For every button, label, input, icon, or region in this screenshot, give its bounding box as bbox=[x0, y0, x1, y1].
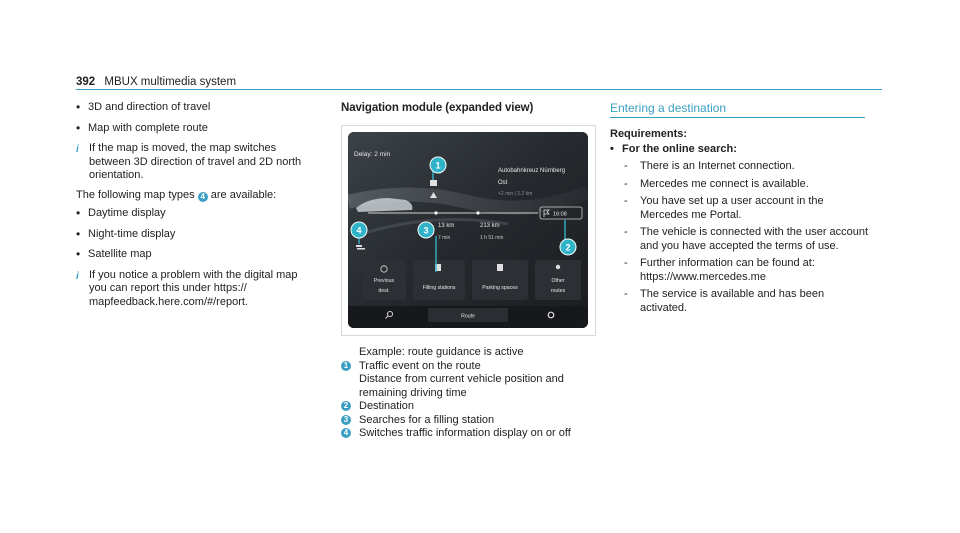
map-road bbox=[348, 185, 588, 215]
requirements-heading: Requirements: bbox=[610, 128, 688, 140]
info-icon: i bbox=[76, 270, 79, 282]
tab-label: Route bbox=[461, 314, 475, 320]
time-1: 7 min bbox=[438, 235, 450, 241]
intro-text: are available: bbox=[210, 188, 277, 201]
caption-item: 3 Searches for a filling station bbox=[341, 414, 601, 428]
marker-badge: 4 bbox=[341, 428, 351, 438]
nav-screen: Delay: 2 min Autobahnkreuz Nürnberg Ost … bbox=[348, 132, 588, 328]
flag-icon bbox=[543, 209, 550, 217]
list-item: 3D and direction of travel bbox=[76, 101, 316, 115]
section-rule bbox=[610, 117, 865, 118]
requirement-item: You have set up a user account in the Me… bbox=[610, 195, 870, 222]
caption-item: 4 Switches traffic information display o… bbox=[341, 427, 601, 441]
right-column: Requirements: For the online search: The… bbox=[610, 128, 870, 319]
requirement-item: Further information can be found at: htt… bbox=[610, 257, 870, 284]
nav-screen-graphic: Delay: 2 min Autobahnkreuz Nürnberg Ost … bbox=[348, 132, 588, 328]
button-label: dest. bbox=[378, 288, 389, 294]
note: i If you notice a problem with the digit… bbox=[76, 269, 316, 310]
callout-number: 1 bbox=[435, 161, 440, 171]
navigation-screenshot-figure: Delay: 2 min Autobahnkreuz Nürnberg Ost … bbox=[341, 125, 596, 336]
search-icon[interactable] bbox=[385, 310, 394, 319]
caption-item: Distance from current vehicle position a… bbox=[341, 373, 601, 400]
button-filling-stations[interactable]: Filling stations bbox=[413, 260, 465, 300]
caption-text: Switches traffic information display on … bbox=[359, 427, 571, 439]
button-label: Previous bbox=[374, 278, 395, 284]
list-item: Map with complete route bbox=[76, 122, 316, 136]
callout-2: 2 bbox=[559, 220, 577, 256]
caption-text: Searches for a filling station bbox=[359, 413, 495, 426]
route-point bbox=[434, 211, 438, 215]
page-header: 392 MBUX multimedia system bbox=[76, 76, 236, 88]
requirement-item: Mercedes me connect is available. bbox=[610, 178, 870, 192]
online-search-heading: For the online search: bbox=[610, 143, 870, 157]
routes-icon bbox=[555, 264, 561, 270]
caption-item: 2 Destination bbox=[341, 400, 601, 414]
map-types-intro: The following map types 4 are available: bbox=[76, 189, 316, 203]
callout-number: 3 bbox=[423, 226, 428, 236]
note-text: If the map is moved, the map switches be… bbox=[89, 142, 302, 181]
info-icon: i bbox=[76, 144, 79, 155]
button-parking-spaces[interactable]: Parking spaces bbox=[472, 260, 528, 300]
delay-text: Delay: 2 min bbox=[354, 151, 391, 158]
intro-text: The following map types bbox=[76, 188, 195, 201]
history-icon bbox=[380, 265, 388, 273]
tab-route[interactable]: Route bbox=[428, 308, 508, 322]
caption-text: Destination bbox=[359, 400, 415, 412]
destination-name: Autobahnkreuz Nürnberg bbox=[498, 168, 565, 174]
distance-1: 13 km bbox=[438, 223, 454, 229]
vehicle-icon bbox=[356, 198, 413, 212]
traffic-layer-icon[interactable] bbox=[356, 245, 365, 250]
callout-4: 4 bbox=[350, 221, 368, 244]
distance-2: 213 km bbox=[480, 223, 500, 229]
callout-3: 3 bbox=[417, 221, 437, 272]
button-label: routes bbox=[551, 288, 566, 294]
fuel-icon bbox=[435, 264, 441, 271]
destination-info: +2 min | 2.2 km bbox=[498, 191, 532, 197]
traffic-warning-icon bbox=[430, 180, 437, 198]
header-rule bbox=[76, 89, 882, 90]
section-title-link[interactable]: Entering a destination bbox=[610, 101, 727, 115]
caption-text: Traffic event on the route bbox=[359, 359, 481, 372]
marker-badge: 4 bbox=[197, 191, 208, 202]
callout-number: 2 bbox=[565, 243, 570, 253]
arrival-time: 16:08 bbox=[553, 212, 567, 218]
button-label: Filling stations bbox=[423, 285, 456, 291]
list-item: Daytime display bbox=[76, 207, 316, 221]
caption-item: 1 Traffic event on the route bbox=[341, 360, 601, 374]
route-point bbox=[476, 211, 480, 215]
note-text: If you notice a problem with the digital… bbox=[89, 268, 298, 308]
marker-badge: 2 bbox=[341, 401, 351, 411]
map-road bbox=[367, 218, 509, 234]
page-number: 392 bbox=[76, 76, 96, 88]
section-title: Navigation module (expanded view) bbox=[341, 102, 534, 114]
figure-caption: Example: route guidance is active 1 Traf… bbox=[341, 346, 601, 441]
requirement-item: The service is available and has been ac… bbox=[610, 288, 870, 315]
settings-icon[interactable] bbox=[547, 311, 555, 319]
button-label: Other bbox=[552, 278, 565, 284]
callout-number: 4 bbox=[356, 226, 361, 236]
requirement-item: There is an Internet connection. bbox=[610, 160, 870, 174]
note: i If the map is moved, the map switches … bbox=[76, 142, 316, 183]
list-item: Satellite map bbox=[76, 248, 316, 262]
left-column: 3D and direction of travel Map with comp… bbox=[76, 101, 316, 315]
button-label: Parking spaces bbox=[482, 285, 518, 291]
requirement-item: The vehicle is connected with the user a… bbox=[610, 226, 870, 253]
marker-badge: 1 bbox=[341, 360, 351, 371]
caption-text: Example: route guidance is active bbox=[359, 346, 524, 358]
destination-flag-pill[interactable]: 16:08 bbox=[539, 206, 583, 220]
caption-example: Example: route guidance is active bbox=[341, 346, 601, 360]
list-item: Night-time display bbox=[76, 228, 316, 242]
callout-1: 1 bbox=[429, 156, 447, 180]
time-2: 1 h 51 min bbox=[480, 235, 504, 241]
marker-badge: 3 bbox=[341, 414, 351, 425]
parking-icon bbox=[497, 264, 503, 271]
destination-sub: Ost bbox=[498, 180, 508, 186]
caption-text: Distance from current vehicle position a… bbox=[359, 373, 564, 399]
button-other-routes[interactable]: Other routes bbox=[535, 260, 581, 300]
button-previous-dest[interactable]: Previous dest. bbox=[362, 260, 406, 300]
header-title: MBUX multimedia system bbox=[104, 76, 237, 88]
